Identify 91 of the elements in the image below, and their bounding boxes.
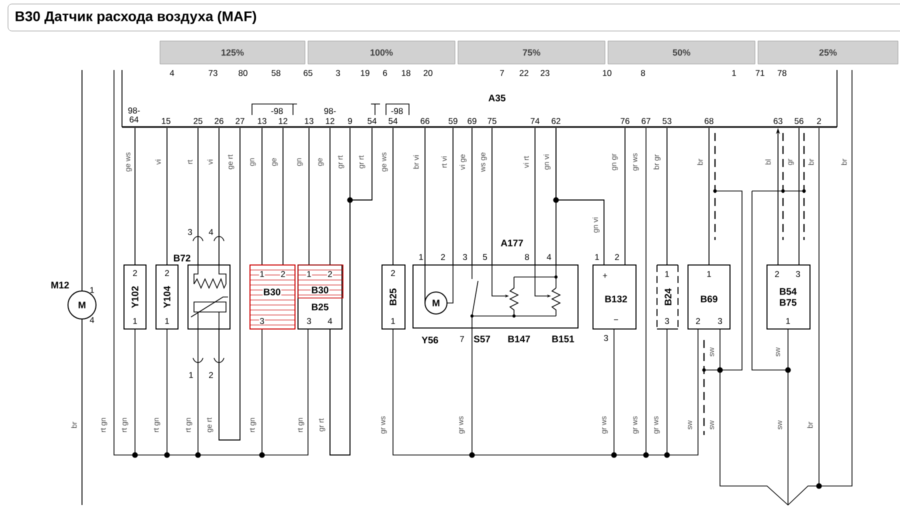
wire xyxy=(392,128,394,265)
valve-box: 2 Y102 1 xyxy=(124,264,146,330)
pin-number: 3 xyxy=(188,229,192,235)
wire xyxy=(308,128,310,265)
sensor-box: 1 B69 2 3 xyxy=(688,264,730,330)
wire xyxy=(330,128,372,456)
pin-number: 54 xyxy=(368,118,376,124)
wire xyxy=(134,128,136,265)
wire xyxy=(452,128,454,265)
sensor-box: 2 B25 1 xyxy=(382,264,406,330)
wire xyxy=(282,128,284,265)
pin-number: 22 xyxy=(520,70,528,76)
pin-number: 66 xyxy=(420,118,430,124)
wire xyxy=(666,128,668,265)
part-label: S57 xyxy=(474,336,490,342)
pin-number: 80 xyxy=(238,70,248,76)
pin-number: 59 xyxy=(448,118,458,124)
pin-number: 63 xyxy=(774,118,782,124)
pin-number: 27 xyxy=(236,118,244,124)
pin-number: -98 xyxy=(391,108,403,114)
pin-number: 4 xyxy=(170,70,174,76)
pin-number: 98- xyxy=(324,108,336,114)
wire xyxy=(218,128,220,265)
pin-number: 3 xyxy=(336,70,340,76)
wire xyxy=(798,128,800,265)
wire xyxy=(166,128,168,265)
sensor-box: 1 2 + B132 − xyxy=(592,254,636,330)
pin-number: 7 xyxy=(500,70,504,76)
pin-number: 54 xyxy=(388,118,398,124)
pin-number: 12 xyxy=(326,118,334,124)
pin-number: 56 xyxy=(794,118,804,124)
sensor-box: 1 2 B30 B25 3 4 xyxy=(298,264,344,330)
pin-number: 15 xyxy=(162,118,170,124)
pin-number: 69 xyxy=(468,118,476,124)
sensor-box: 2 3 B54 B75 1 xyxy=(766,264,810,330)
pin-number: 7 xyxy=(460,336,464,342)
wire xyxy=(556,128,604,265)
pin-number: 8 xyxy=(641,70,645,76)
pin-number: 9 xyxy=(348,118,352,124)
tab-button: 125% xyxy=(160,40,306,64)
sensor-box: 1 B24 3 xyxy=(656,264,678,330)
pin-number: 20 xyxy=(424,70,432,76)
wire xyxy=(708,128,710,265)
pin-number: 13 xyxy=(258,118,266,124)
pin-number: 4 xyxy=(90,317,94,323)
wire xyxy=(534,128,536,265)
part-label: M12 xyxy=(51,282,69,288)
pin-number: 23 xyxy=(540,70,550,76)
wire xyxy=(218,128,240,440)
pin-number: 26 xyxy=(214,118,224,124)
pin-number: 71 xyxy=(756,70,764,76)
title-bar: B30 Датчик расхода воздуха (MAF) xyxy=(8,4,900,32)
pin-number: 10 xyxy=(602,70,612,76)
pin-number: 2 xyxy=(209,372,213,378)
pin-number: 19 xyxy=(360,70,370,76)
pin-number: 76 xyxy=(620,118,630,124)
pin-number: 62 xyxy=(552,118,560,124)
pin-number: 13 xyxy=(304,118,314,124)
tab-button: 100% xyxy=(308,40,456,64)
pin-number: 3 xyxy=(604,335,608,341)
pin-number: 58 xyxy=(272,70,280,76)
pin-number: 25 xyxy=(194,118,202,124)
part-label: B151 xyxy=(552,336,574,342)
pin-number: 4 xyxy=(208,229,214,235)
valve-box: 2 Y104 1 xyxy=(156,264,178,330)
pin-number: 53 xyxy=(662,118,672,124)
sensor-box: 1 2 B30 3 xyxy=(250,264,296,330)
pin-number: 12 xyxy=(278,118,288,124)
wire xyxy=(424,128,426,304)
tab-button: 75% xyxy=(458,40,606,64)
pin-number: 2 xyxy=(817,118,821,124)
tab-button: 25% xyxy=(758,40,898,64)
pin-number: 98- 64 xyxy=(128,108,140,122)
pin-number: 68 xyxy=(704,118,714,124)
pin-number: 1 xyxy=(732,70,736,76)
pin-number: 65 xyxy=(304,70,312,76)
tab-button: 50% xyxy=(608,40,756,64)
part-label: B147 xyxy=(508,336,530,342)
pin-number: 18 xyxy=(402,70,410,76)
pin-number: 73 xyxy=(208,70,218,76)
pin-number: 75 xyxy=(488,118,496,124)
pin-number: -98 xyxy=(271,108,283,114)
pin-number: 74 xyxy=(530,118,540,124)
pin-number: 1 xyxy=(189,372,193,378)
part-label: Y56 xyxy=(422,336,438,344)
node-label: A35 xyxy=(488,94,506,102)
pin-number: 1 xyxy=(90,287,94,293)
pin-number: 67 xyxy=(642,118,650,124)
pin-number: 6 xyxy=(383,70,387,76)
wire xyxy=(624,128,626,265)
pin-number: 78 xyxy=(778,70,786,76)
